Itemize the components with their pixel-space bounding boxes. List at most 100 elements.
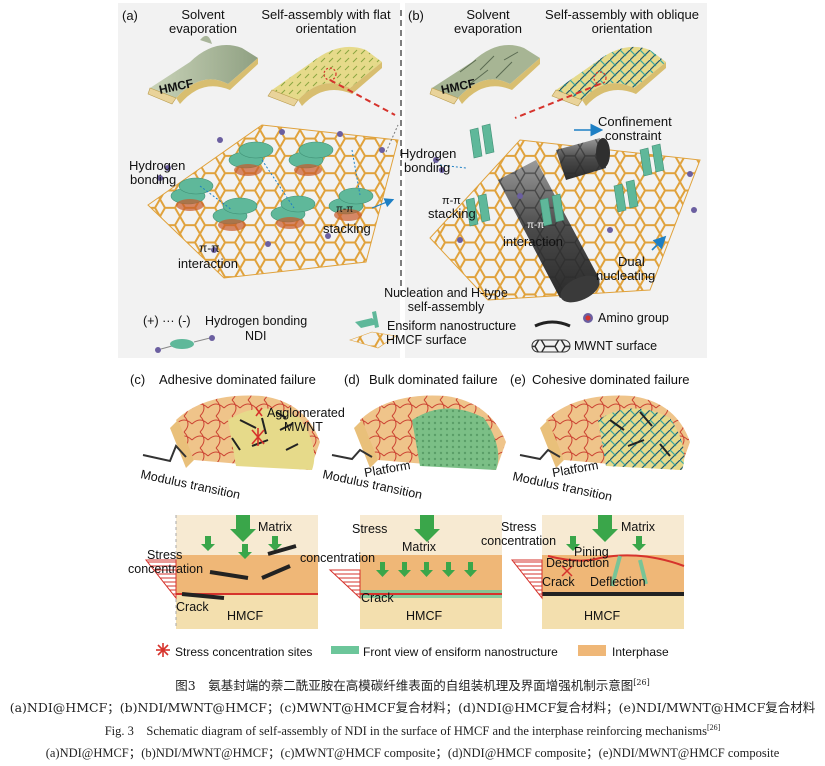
legend-nucleation-1: Nucleation and H-type bbox=[384, 286, 508, 300]
panel-e-crack: Crack bbox=[542, 575, 575, 589]
legend-amino: Amino group bbox=[598, 311, 669, 325]
panel-c-matrix: Matrix bbox=[258, 520, 293, 534]
stress-sites-icon bbox=[156, 643, 170, 657]
panel-a-solvent-2: evaporation bbox=[169, 21, 237, 36]
panel-a-solvent-1: Solvent bbox=[181, 7, 225, 22]
panel-a-ndi-molecules bbox=[170, 141, 374, 225]
caption-zh-title-text: 图3 氨基封端的萘二酰亚胺在高模碳纤维表面的自组装机理及界面增强机制示意图 bbox=[175, 678, 634, 693]
panel-b-solvent-1: Solvent bbox=[466, 7, 510, 22]
panel-b-dual-2: nucleating bbox=[596, 268, 655, 283]
legend-bottom: Stress concentration sites Front view of… bbox=[156, 643, 669, 659]
panel-b-graphene-sheet bbox=[429, 123, 701, 303]
panel-b-stacking-label: stacking bbox=[428, 206, 476, 221]
panel-c-cross-section bbox=[144, 515, 318, 629]
panel-d-cross-section bbox=[328, 515, 502, 629]
panel-e-destruction: Destruction bbox=[546, 556, 609, 570]
panel-a-stacking-label: stacking bbox=[323, 221, 371, 236]
panel-a-hydrogen-2: bonding bbox=[130, 172, 176, 187]
caption-en-sub: (a)NDI@HMCF；(b)NDI/MWNT@HMCF；(c)MWNT@HMC… bbox=[45, 746, 780, 760]
panel-e-title: Cohesive dominated failure bbox=[532, 372, 690, 387]
panel-e-pining: Pining bbox=[574, 545, 609, 559]
panel-d-modulus-curve bbox=[331, 448, 373, 461]
panel-a-selfassembly-2: orientation bbox=[296, 21, 357, 36]
panel-d-stress-1: Stress bbox=[352, 522, 387, 536]
panel-c-tag: (c) bbox=[130, 372, 145, 387]
panel-e-tag: (e) bbox=[510, 372, 526, 387]
legend-ensiform-icon bbox=[355, 311, 379, 328]
panel-d-tag: (d) bbox=[344, 372, 360, 387]
panel-b-zoom-line bbox=[514, 83, 601, 119]
panel-e-fiber bbox=[540, 395, 690, 470]
panel-c: (c) Adhesive dominated failure Agglomera… bbox=[128, 372, 345, 629]
panel-e-matrix: Matrix bbox=[621, 520, 656, 534]
panel-a-selfassembly-1: Self-assembly with flat bbox=[261, 7, 391, 22]
panel-b-pipi2-label: π-π bbox=[527, 220, 544, 231]
legend-hbond: Hydrogen bonding bbox=[205, 314, 307, 328]
panel-d-fiber bbox=[354, 395, 506, 470]
legend-hmcf-surface-icon bbox=[349, 331, 397, 349]
panel-b-hydrogen-1: Hydrogen bbox=[400, 146, 456, 161]
panel-a-fiber-evaporation: HMCF bbox=[147, 35, 258, 105]
panel-c-modulus-curve bbox=[142, 444, 187, 463]
panel-a-hydrogen-1: Hydrogen bbox=[129, 158, 185, 173]
panel-d-title: Bulk dominated failure bbox=[369, 372, 498, 387]
legend-ndi: NDI bbox=[245, 329, 267, 343]
panel-b-hydrogen-2: bonding bbox=[404, 160, 450, 175]
panel-b: (b) Solvent evaporation Self-assembly wi… bbox=[400, 7, 701, 303]
panel-b-mwnt-tubes bbox=[498, 138, 610, 303]
panel-a-pipi-label: π-π bbox=[336, 204, 353, 215]
panel-a-interaction-label: interaction bbox=[178, 256, 238, 271]
panel-e-hmcf: HMCF bbox=[584, 609, 620, 623]
caption-zh-sub: (a)NDI@HMCF；(b)NDI/MWNT@HMCF；(c)MWNT@HMC… bbox=[9, 700, 816, 715]
caption-zh-title: 图3 氨基封端的萘二酰亚胺在高模碳纤维表面的自组装机理及界面增强机制示意图[26… bbox=[0, 675, 825, 694]
panel-c-title: Adhesive dominated failure bbox=[159, 372, 316, 387]
panel-e-modulus-curve bbox=[519, 448, 561, 461]
panel-b-selfassembly-1: Self-assembly with oblique bbox=[545, 7, 699, 22]
legend-mwnt-surface: MWNT surface bbox=[574, 339, 657, 353]
panel-c-fiber bbox=[170, 395, 320, 470]
panel-c-modulus: Modulus transition bbox=[139, 467, 241, 502]
panel-b-dual-1: Dual bbox=[618, 254, 645, 269]
legend-front-view: Front view of ensiform nanostructure bbox=[363, 645, 558, 659]
figure-svg: (a) Solvent evaporation Self-assembly wi… bbox=[118, 3, 707, 659]
panel-b-tag: (b) bbox=[408, 8, 424, 23]
panel-d-matrix: Matrix bbox=[402, 540, 437, 554]
legend-hmcf-surface: HMCF surface bbox=[386, 333, 467, 347]
legend-stress-sites: Stress concentration sites bbox=[175, 645, 312, 659]
panel-b-ndi-molecules bbox=[465, 123, 665, 227]
legend-mwnt-icon bbox=[531, 320, 571, 353]
figure: (a) Solvent evaporation Self-assembly wi… bbox=[118, 3, 707, 659]
panel-c-stress-2: concentration bbox=[128, 562, 203, 576]
caption-en-title-text: Fig. 3 Schematic diagram of self-assembl… bbox=[104, 724, 707, 738]
panel-e-stress-2: concentration bbox=[481, 534, 556, 548]
panel-c-crack: Crack bbox=[176, 600, 209, 614]
panel-c-agglomerated-1: Agglomerated bbox=[267, 406, 345, 420]
legend-amino-icon bbox=[583, 313, 593, 323]
panel-a: (a) Solvent evaporation Self-assembly wi… bbox=[122, 7, 399, 279]
panel-b-confinement-1: Confinement bbox=[598, 114, 672, 129]
panel-a-pipi2-label: π-π bbox=[199, 241, 220, 255]
panel-b-pipi-label: π-π bbox=[442, 195, 461, 207]
front-view-icon bbox=[331, 646, 359, 654]
panel-c-hmcf: HMCF bbox=[227, 609, 263, 623]
legend-ndi-icon bbox=[155, 335, 215, 353]
legend-nucleation-2: self-assembly bbox=[408, 300, 485, 314]
panel-d-stress-2: concentration bbox=[300, 551, 375, 565]
panel-b-interaction-label: interaction bbox=[503, 234, 563, 249]
panel-a-graphene-sheet bbox=[147, 124, 399, 279]
panel-c-stress-1: Stress bbox=[147, 548, 182, 562]
panel-b-solvent-2: evaporation bbox=[454, 21, 522, 36]
caption-en-ref: [26] bbox=[706, 722, 721, 732]
panel-b-selfassembly-2: orientation bbox=[592, 21, 653, 36]
legend-interphase: Interphase bbox=[612, 645, 669, 659]
interphase-icon bbox=[578, 645, 606, 656]
panel-d-crack: Crack bbox=[361, 591, 394, 605]
panel-e-deflection: Deflection bbox=[590, 575, 646, 589]
caption-zh-ref: [26] bbox=[633, 677, 650, 687]
panel-b-confinement-2: constraint bbox=[605, 128, 662, 143]
panel-e: (e) Cohesive dominated failure Platform … bbox=[481, 372, 690, 629]
panel-b-fiber-evaporation: HMCF bbox=[429, 45, 540, 105]
legend-ensiform: Ensiform nanostructure bbox=[387, 319, 516, 333]
panel-a-tag: (a) bbox=[122, 8, 138, 23]
panel-a-zoom-line bbox=[329, 79, 396, 116]
